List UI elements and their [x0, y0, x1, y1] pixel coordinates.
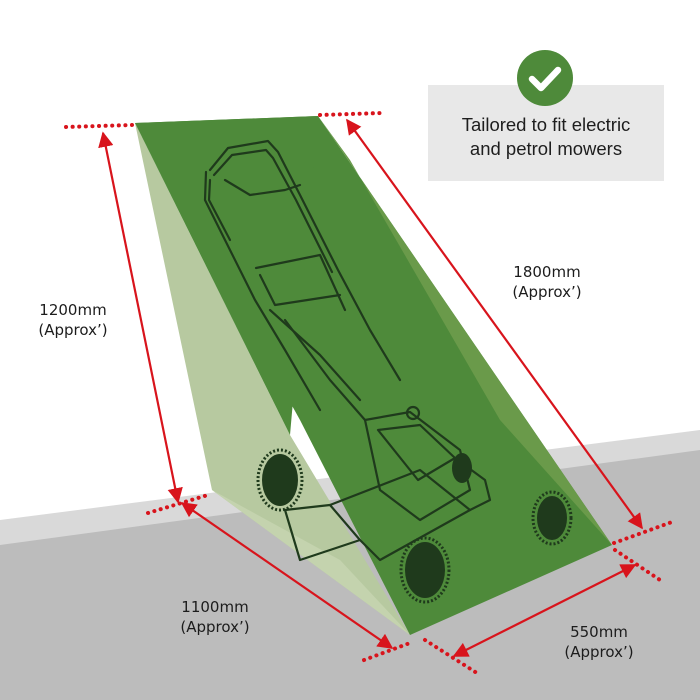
length-note: (Approx’) [512, 283, 582, 301]
depth-label: 1100mm (Approx’) [160, 597, 270, 637]
feature-badge: Tailored to fit electric and petrol mowe… [428, 85, 664, 181]
dimension-lines [64, 111, 674, 677]
width-label: 550mm (Approx’) [544, 622, 654, 662]
guide-right-a [612, 520, 674, 545]
rear-right-wheel [452, 453, 472, 483]
length-dimension-arrow [346, 118, 643, 530]
badge-line-2: and petrol mowers [469, 138, 623, 159]
front-right-wheel [537, 496, 567, 540]
depth-value: 1100mm [181, 598, 249, 616]
guide-top-right [318, 111, 384, 117]
height-label: 1200mm (Approx’) [18, 300, 128, 340]
height-value: 1200mm [39, 301, 107, 319]
guide-top-left [64, 123, 134, 129]
width-dimension-arrow [452, 564, 637, 657]
depth-dimension-arrow [180, 502, 394, 649]
width-note: (Approx’) [564, 643, 634, 661]
front-left-wheel [405, 542, 445, 598]
badge-line-1: Tailored to fit electric [461, 114, 631, 135]
badge-text: Tailored to fit electric and petrol mowe… [428, 113, 664, 161]
checkmark-icon [517, 50, 573, 106]
guide-right-b [613, 548, 662, 582]
guide-bottom-left [146, 493, 210, 515]
height-dimension-arrow [98, 131, 183, 504]
length-value: 1800mm [513, 263, 581, 281]
width-value: 550mm [570, 623, 628, 641]
length-label: 1800mm (Approx’) [492, 262, 602, 302]
guide-front-corner-a [362, 641, 412, 662]
depth-note: (Approx’) [180, 618, 250, 636]
rear-left-wheel [262, 454, 298, 506]
height-note: (Approx’) [38, 321, 108, 339]
guide-front-corner-b [423, 638, 482, 677]
